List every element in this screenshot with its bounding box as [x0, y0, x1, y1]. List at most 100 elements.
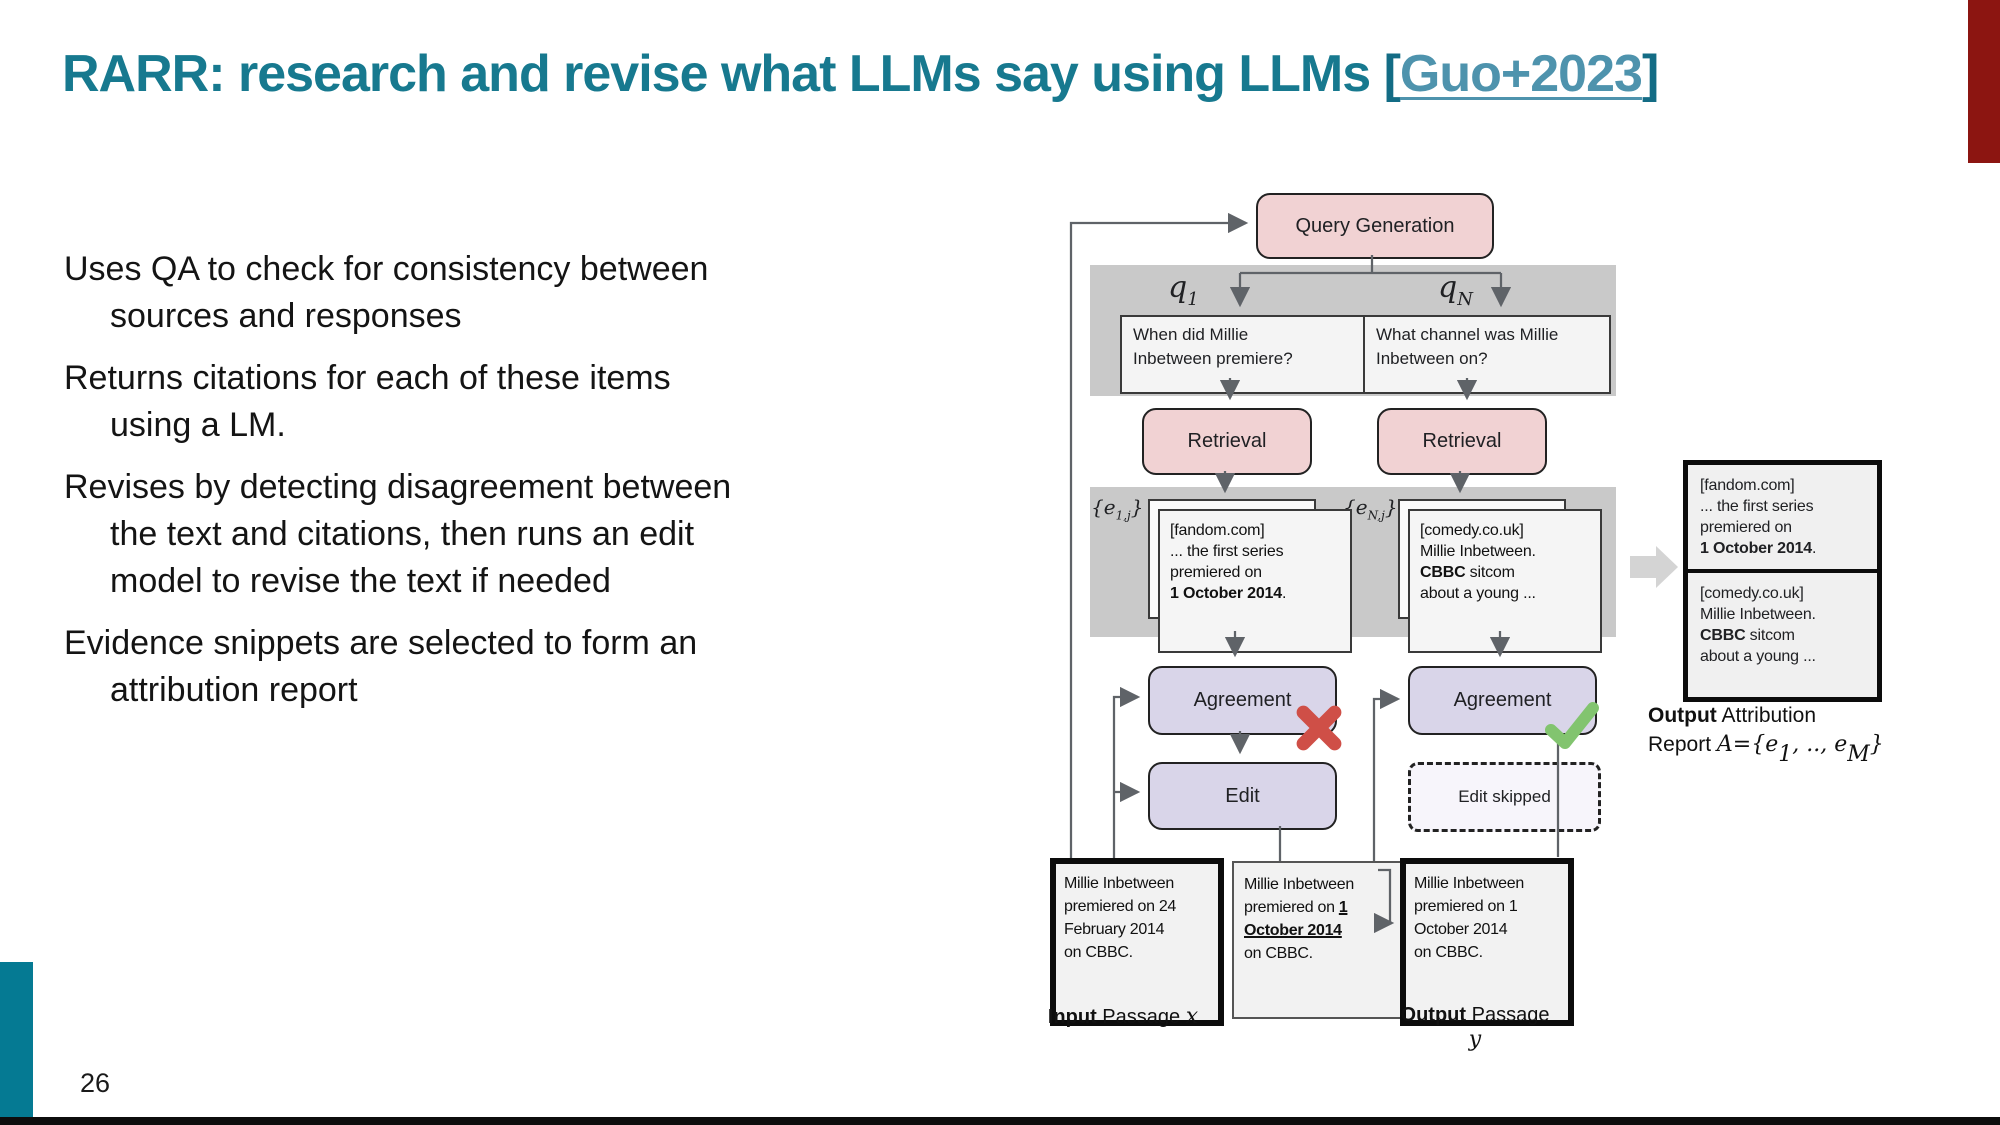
- var-e: e: [1765, 732, 1779, 757]
- report-cell-fandom: [fandom.com] ... the first series premie…: [1688, 465, 1877, 569]
- bold-channel: CBBC: [1420, 564, 1466, 581]
- text-line: premiered on: [1700, 519, 1792, 536]
- pre: premiered on: [1244, 899, 1339, 916]
- brace: {: [1091, 495, 1104, 519]
- e-sub: 1: [1778, 741, 1793, 767]
- e-sub: N,j: [1367, 508, 1385, 523]
- text-line: October 2014: [1244, 919, 1390, 942]
- text-line: Inbetween premiere?: [1133, 349, 1293, 368]
- text-line: about a young ...: [1420, 585, 1536, 602]
- agreement-label: Agreement: [1453, 689, 1552, 711]
- edited-date: 1: [1338, 899, 1348, 916]
- bold-date: 1 October 2014: [1170, 585, 1282, 602]
- text-line: Millie Inbetween.: [1700, 606, 1816, 623]
- q1-math-label: q1: [1168, 270, 1199, 310]
- evidence-snippet-left: [fandom.com] ... the first series premie…: [1158, 509, 1352, 653]
- bold-input: Input: [1047, 1006, 1097, 1028]
- tail: .: [1281, 585, 1287, 602]
- text-line: Millie Inbetween: [1414, 875, 1524, 892]
- bottom-edge-strip: [0, 1117, 2000, 1125]
- var-A: A: [1716, 732, 1733, 757]
- disagreement-x-icon: [1296, 705, 1342, 751]
- text-line: about a young ...: [1700, 648, 1816, 665]
- qN-base: q: [1438, 270, 1458, 305]
- edit-skipped-box: Edit skipped: [1408, 762, 1601, 832]
- text-line: What channel was Millie: [1376, 325, 1559, 344]
- caption-line: Report A={e1, .., eM}: [1648, 730, 1948, 769]
- agreement-box-right: Agreement: [1408, 666, 1597, 735]
- citation-link[interactable]: Guo+2023: [1399, 45, 1643, 103]
- retrieval-label: Retrieval: [1422, 430, 1502, 452]
- query-generation-label: Query Generation: [1295, 214, 1455, 237]
- equals-brace: ={: [1732, 732, 1766, 757]
- text-line: on CBBC.: [1414, 944, 1483, 961]
- bullet-line: Returns citations for each of these item…: [64, 359, 671, 397]
- citation-bracket-close: ]: [1641, 45, 1659, 103]
- text-line: When did Millie: [1133, 325, 1249, 344]
- bullet-line: attribution report: [110, 671, 358, 709]
- bullet-line: Revises by detecting disagreement betwee…: [64, 468, 732, 506]
- edit-skipped-label: Edit skipped: [1458, 787, 1551, 806]
- bullet: Evidence snippets are selected to form a…: [64, 620, 844, 714]
- ellipsis: , ..,: [1792, 732, 1835, 757]
- qN-math-label: qN: [1438, 270, 1473, 310]
- var-e: e: [1834, 732, 1848, 757]
- retrieval-box-right: Retrieval: [1377, 408, 1547, 475]
- brace: }: [1130, 495, 1144, 519]
- var-y: y: [1468, 1027, 1482, 1052]
- text-line: 1 October 2014.: [1700, 538, 1865, 559]
- text-line: October 2014: [1414, 921, 1508, 938]
- edited-date: October 2014: [1244, 922, 1342, 939]
- edit-box: Edit: [1148, 762, 1337, 830]
- output-passage-box: Millie Inbetween premiered on 1 October …: [1400, 858, 1574, 1026]
- retrieval-box-left: Retrieval: [1142, 408, 1312, 475]
- text-line: 1 October 2014.: [1170, 583, 1340, 604]
- input-passage-label: Input Passage x: [1040, 1004, 1206, 1029]
- var-x: x: [1185, 1004, 1199, 1029]
- output-passage-label: Output Passage y: [1392, 1004, 1558, 1052]
- e-base: e: [1103, 495, 1116, 519]
- bullet-line: the text and citations, then runs an edi…: [110, 515, 695, 553]
- text-line: premiered on: [1170, 564, 1262, 581]
- query-box-right: What channel was Millie Inbetween on?: [1363, 315, 1611, 394]
- text-line: premiered on 1: [1244, 896, 1390, 919]
- attribution-report-box: [fandom.com] ... the first series premie…: [1683, 460, 1882, 702]
- text-line: February 2014: [1064, 921, 1165, 938]
- report-arrow-icon: [1630, 556, 1656, 578]
- bullet-line: Uses QA to check for consistency between: [64, 250, 709, 288]
- e-base: e: [1355, 495, 1368, 519]
- e-sub: 1,j: [1115, 508, 1131, 523]
- text-line: CBBC sitcom: [1700, 625, 1865, 646]
- citation-bracket-open: [: [1383, 45, 1401, 103]
- text-line: ... the first series: [1700, 498, 1814, 515]
- evidence-snippet-right: [comedy.co.uk] Millie Inbetween. CBBC si…: [1408, 509, 1602, 653]
- corner-accent-bar-red: [1968, 0, 2000, 163]
- revised-passage-box: Millie Inbetween premiered on 1 October …: [1232, 861, 1402, 1019]
- brace: }: [1384, 495, 1398, 519]
- tail: .: [1811, 540, 1817, 557]
- qN-sub: N: [1457, 289, 1473, 311]
- text-line: ... the first series: [1170, 543, 1284, 560]
- label-rest: Passage: [1466, 1004, 1550, 1026]
- bullet-line: Evidence snippets are selected to form a…: [64, 624, 698, 662]
- text-line: on CBBC.: [1244, 945, 1313, 962]
- agreement-label: Agreement: [1193, 689, 1292, 711]
- text-line: CBBC sitcom: [1420, 562, 1590, 583]
- brace: }: [1869, 732, 1884, 757]
- tail: sitcom: [1745, 627, 1795, 644]
- page-number: 26: [80, 1068, 111, 1098]
- q1-base: q: [1168, 270, 1188, 305]
- retrieval-label: Retrieval: [1187, 430, 1267, 452]
- text-line: [comedy.co.uk]: [1700, 585, 1804, 602]
- slide-title: RARR: research and revise what LLMs say …: [62, 44, 1962, 104]
- bold-output: Output: [1648, 704, 1717, 727]
- report-arrow-icon: [1656, 546, 1678, 588]
- caption-pre: Report: [1648, 733, 1717, 756]
- text-line: Millie Inbetween.: [1420, 543, 1536, 560]
- text-line: [comedy.co.uk]: [1420, 522, 1524, 539]
- label-rest: Passage: [1096, 1006, 1186, 1028]
- query-generation-box: Query Generation: [1256, 193, 1494, 259]
- bullet: Revises by detecting disagreement betwee…: [64, 464, 844, 605]
- corner-accent-bar-teal: [0, 962, 33, 1117]
- e-sub: M: [1847, 741, 1870, 767]
